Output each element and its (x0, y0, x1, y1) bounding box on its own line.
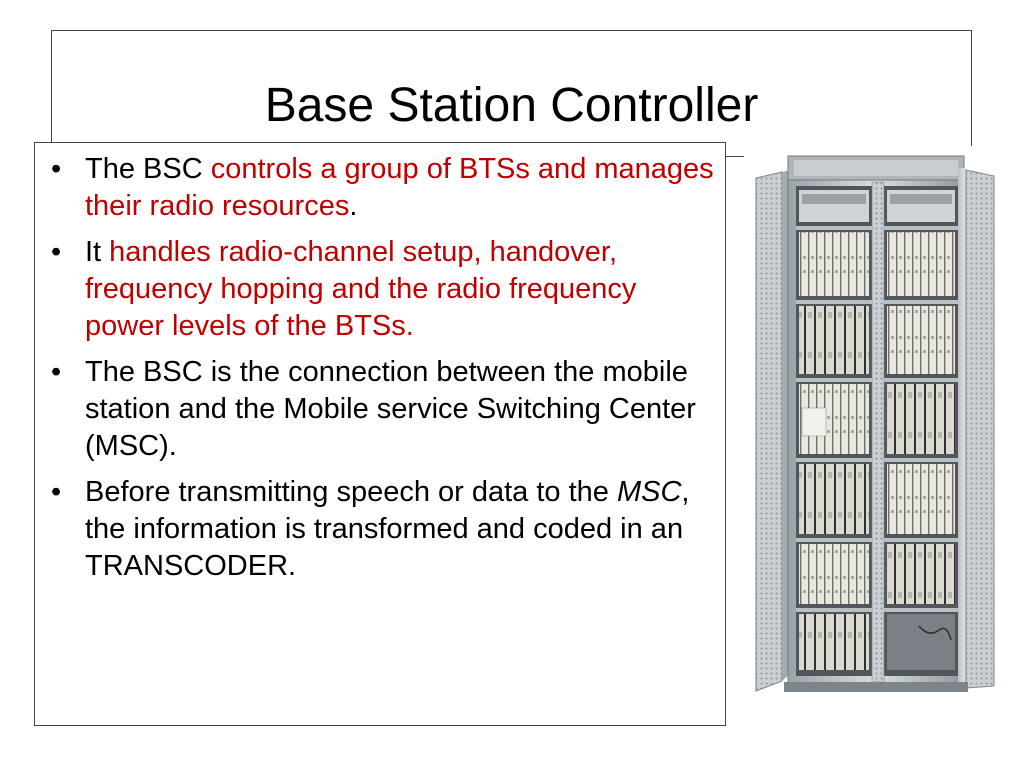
bullet-dot-icon: • (51, 236, 62, 268)
bullet-4-text-a: Before transmitting speech or data to th… (85, 476, 617, 508)
bullet-item-3: • The BSC is the connection between the … (49, 354, 717, 465)
bullet-item-1: • The BSC controls a group of BTSs and m… (49, 151, 717, 225)
bsc-equipment-cabinet-image (744, 146, 1010, 708)
bullet-dot-icon: • (51, 476, 62, 508)
bullet-4-text-b: , the information is transformed and cod… (85, 476, 690, 582)
bullet-1-text-b: . (349, 190, 358, 222)
bullet-item-4: • Before transmitting speech or data to … (49, 474, 717, 585)
bullet-1-text-a: The BSC (85, 153, 211, 185)
content-box: • The BSC controls a group of BTSs and m… (34, 142, 726, 726)
bullet-dot-icon: • (51, 356, 62, 388)
slide-title: Base Station Controller (264, 79, 759, 132)
bullet-2-highlight: handles radio-channel setup, handover, f… (85, 236, 637, 342)
bullet-list: • The BSC controls a group of BTSs and m… (49, 151, 717, 594)
bullet-3-text: The BSC is the connection between the mo… (85, 356, 696, 462)
cabinet-illustration (755, 155, 995, 692)
bullet-2-text-a: It (85, 236, 110, 268)
title-box: Base Station Controller (51, 30, 972, 157)
bullet-item-2: • It handles radio-channel setup, handov… (49, 234, 717, 345)
bullet-dot-icon: • (51, 153, 62, 185)
bullet-1-highlight: controls a group of BTSs and manages the… (85, 153, 714, 222)
bullet-4-italic: MSC (616, 476, 682, 508)
